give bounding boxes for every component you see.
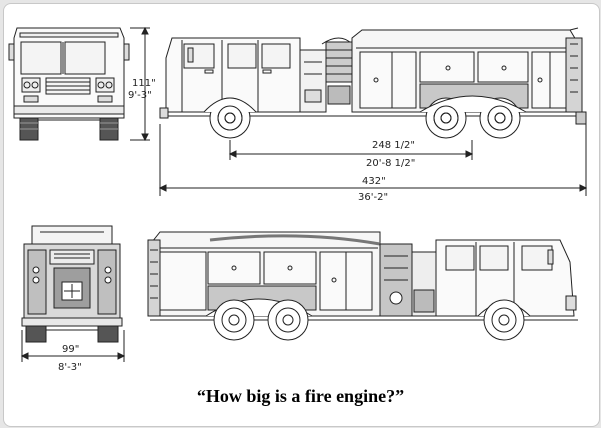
front-height-dimension xyxy=(130,26,150,142)
rear-width-inches: 99" xyxy=(62,344,79,355)
wheelbase-inches: 248 1/2" xyxy=(372,140,415,151)
wheelbase-dimension xyxy=(228,140,474,160)
side-view-left xyxy=(147,231,578,341)
length-inches: 432" xyxy=(362,176,386,187)
rear-width-feet: 8'-3" xyxy=(58,362,82,373)
front-height-feet: 9'-3" xyxy=(128,90,152,101)
rear-width-dimension xyxy=(20,330,126,362)
side-view-right xyxy=(159,27,587,139)
front-height-inches: 111" xyxy=(132,78,156,89)
overall-length-dimension xyxy=(158,124,588,196)
front-view xyxy=(8,27,130,141)
wheelbase-feet: 20'-8 1/2" xyxy=(366,158,415,169)
caption: “How big is a fire engine?” xyxy=(196,386,405,406)
rear-view xyxy=(21,225,123,343)
length-feet: 36'-2" xyxy=(358,192,388,203)
